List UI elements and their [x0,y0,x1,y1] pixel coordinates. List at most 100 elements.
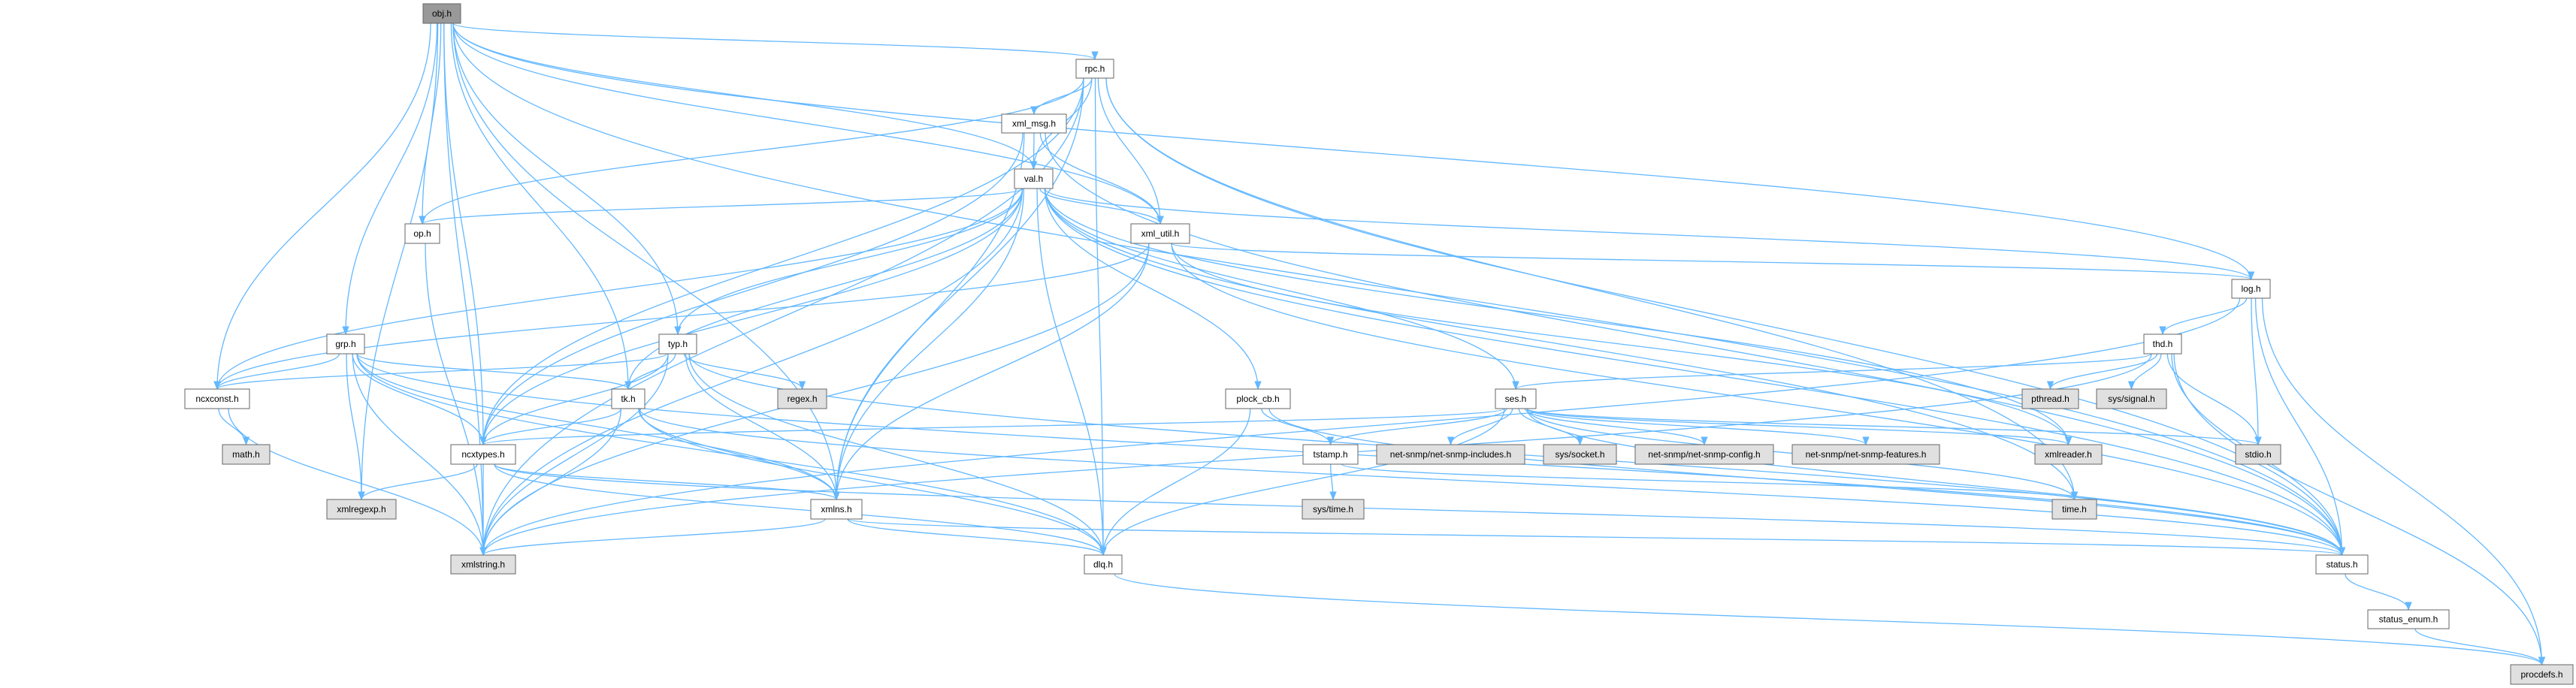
edge-ncxconst-to-xmlstring [228,408,487,557]
node-box [658,333,697,355]
node-label: pthread.h [2031,394,2070,404]
edge-xml_util-to-log [1171,243,2254,281]
node-label: sys/socket.h [1555,449,1604,460]
edge-obj-to-xmlstring [443,23,487,557]
node-plock-cb[interactable]: plock_cb.h [1225,388,1291,409]
node-regex: regex.h [777,388,827,409]
edge-val-to-xmlreader [1044,188,2073,446]
node-status-enum[interactable]: status_enum.h [2367,609,2450,629]
edge-obj-to-log [452,23,2255,281]
node-box [1302,444,1359,465]
edge-obj-to-xml_util [452,23,1164,225]
edge-xmlns-to-dlq [847,518,1107,557]
node-label: dlq.h [1093,560,1113,570]
edge-obj-to-status [452,23,2346,557]
node-box [1634,444,1774,465]
node-xmlregexp: xmlregexp.h [326,499,397,520]
node-box [1075,59,1114,79]
edge-val-to-xmlstring [479,188,1023,557]
node-ncxtypes[interactable]: ncxtypes.h [450,444,516,465]
node-typ[interactable]: typ.h [658,333,697,355]
nodes-layer: obj.h rpc.h xml_msg.h val.h op.h xml_util.hlo… [184,3,2574,685]
edge-obj-to-grp [342,23,438,336]
node-box [1543,444,1617,465]
node-stdio: stdio.h [2235,444,2281,465]
edge-xmlns-to-xmlstring [479,518,826,557]
node-tk[interactable]: tk.h [611,388,646,409]
edge-log-to-status [2254,297,2346,557]
edge-dlq-to-procdefs [1114,573,2545,666]
node-xml-msg[interactable]: xml_msg.h [1001,113,1067,134]
edge-grp-to-ncxtypes [352,353,487,446]
node-rpc[interactable]: rpc.h [1075,59,1114,79]
node-dlq[interactable]: dlq.h [1084,554,1123,575]
edge-ses-to-dlq [1099,408,1505,557]
node-tstamp[interactable]: tstamp.h [1302,444,1359,465]
node-box [2143,333,2182,355]
edge-grp-to-ncxconst [213,353,340,391]
edge-tk-to-ncxtypes [479,408,621,446]
edge-val-to-xmlns [833,188,1025,501]
node-grp[interactable]: grp.h [326,333,365,355]
edge-obj-to-xmlns [452,23,840,501]
node-box [2034,444,2103,465]
edge-rpc-to-time [1105,77,2079,501]
node-label: rpc.h [1085,64,1105,74]
edge-thd-to-pthread [2046,353,2158,391]
edge-tk-to-xmlstring [479,408,621,557]
node-pthread: pthread.h [2021,388,2079,409]
node-label: status.h [2326,560,2357,570]
node-label: status_enum.h [2379,614,2438,625]
node-status[interactable]: status.h [2315,554,2369,575]
node-xmlreader: xmlreader.h [2034,444,2103,465]
edge-op-to-xmlstring [425,243,487,557]
node-box [2315,554,2369,575]
node-box [1376,444,1525,465]
node-thd[interactable]: thd.h [2143,333,2182,355]
node-xmlns[interactable]: xmlns.h [810,499,863,520]
edge-log-to-procdefs [2261,297,2546,666]
edge-ncxtypes-to-xmlregexp [358,463,478,501]
edge-thd-to-sys_signal [2127,353,2162,391]
edge-xmlns-to-status [847,518,2345,557]
node-box [404,223,440,244]
edge-grp-to-xmlns [356,353,840,501]
node-label: procdefs.h [2520,669,2562,680]
edge-val-to-ncxconst [213,188,1023,391]
node-box [1014,168,1054,189]
node-box [2021,388,2079,409]
edge-typ-to-ncxconst [213,353,667,391]
node-box [1791,444,1940,465]
node-box [2367,609,2450,629]
node-label: sys/time.h [1313,504,1353,514]
edge-val-to-plock_cb [1044,188,1262,391]
edge-typ-to-regex [683,353,806,391]
node-obj[interactable]: obj.h [422,3,461,24]
node-label: xmlstring.h [461,560,505,570]
edge-ses-to-snmp_inc [1447,408,1513,446]
edge-obj-to-rpc [452,23,1099,61]
node-log[interactable]: log.h [2231,279,2271,299]
node-op[interactable]: op.h [404,223,440,244]
node-box [611,388,646,409]
edge-tstamp-to-sys_time [1329,463,1337,501]
edge-obj-to-ncxtypes [443,23,487,446]
node-label: ncxconst.h [195,394,238,404]
edge-obj-to-typ [452,23,682,336]
node-box [326,499,397,520]
edge-val-to-ses [1044,188,1519,391]
edge-val-to-dlq [1036,188,1107,557]
edge-val-to-status [1044,188,2346,557]
node-xml-util[interactable]: xml_util.h [1130,223,1190,244]
node-ses[interactable]: ses.h [1495,388,1537,409]
node-ncxconst[interactable]: ncxconst.h [184,388,250,409]
node-val[interactable]: val.h [1014,168,1054,189]
edge-ncxconst-to-math [218,408,250,446]
edge-obj-to-val [452,23,1038,170]
edge-val-to-xml_util [1039,188,1164,225]
node-label: ncxtypes.h [461,449,504,460]
node-box [450,444,516,465]
edge-plock_cb-to-dlq [1099,408,1251,557]
edge-xml_msg-to-xmlns [833,132,1025,501]
